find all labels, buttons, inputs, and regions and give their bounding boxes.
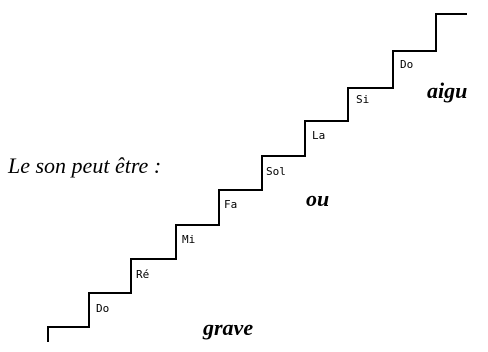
intro-text: Le son peut être : — [8, 153, 162, 178]
note-do-low: Do — [96, 302, 110, 315]
note-la: La — [312, 129, 326, 142]
note-do-high: Do — [400, 58, 414, 71]
label-grave: grave — [203, 315, 254, 340]
note-re: Ré — [136, 268, 150, 281]
label-ou: ou — [306, 186, 330, 211]
note-si: Si — [356, 93, 370, 106]
note-fa: Fa — [224, 198, 238, 211]
label-aigu: aigu — [427, 78, 468, 103]
staircase-steps — [47, 13, 467, 342]
note-sol: Sol — [266, 165, 286, 178]
note-mi: Mi — [182, 233, 196, 246]
